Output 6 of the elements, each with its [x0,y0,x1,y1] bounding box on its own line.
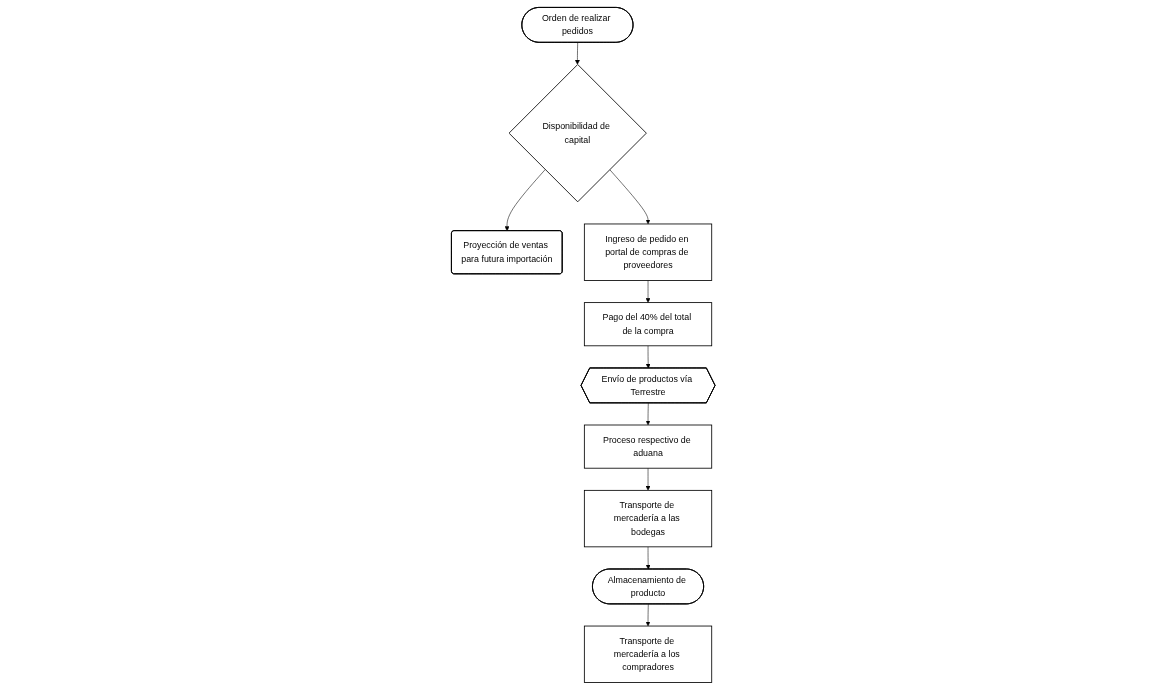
node-box: Ingreso de pedido en portal de compras de proveedores [584,223,713,281]
node-box: Transporte de mercadería a los compradores [584,625,713,683]
node-box: Proceso respectivo de aduana [584,424,713,469]
node-box: Transporte de mercadería a las bodegas [584,489,713,548]
node-box: Pago del 40% del total de la compra [584,302,713,347]
node-diamond: Disponibilidad de capital [508,64,648,203]
